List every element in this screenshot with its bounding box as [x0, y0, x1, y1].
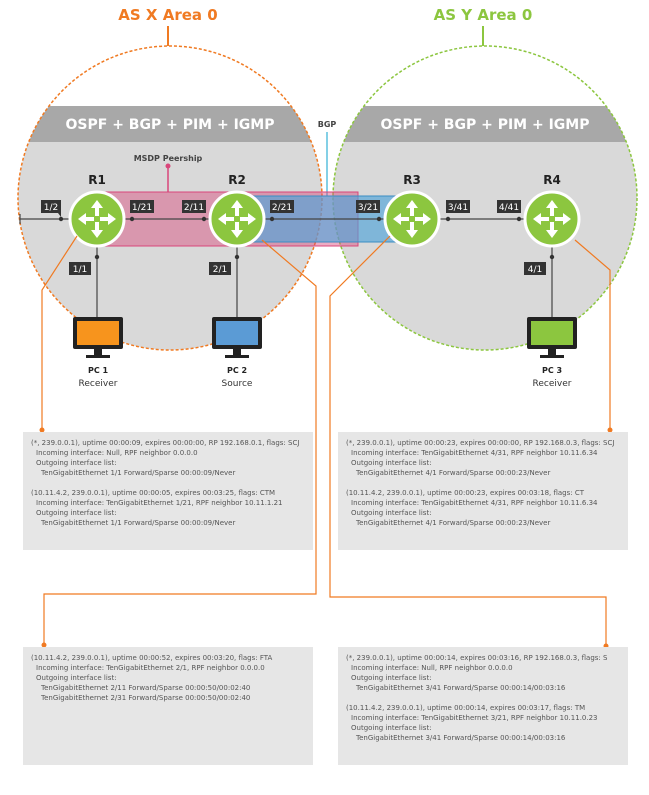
bgp-label: BGP [318, 120, 337, 129]
svg-text:1/1: 1/1 [73, 265, 87, 275]
mroute-line: TenGigabitEthernet 4/1 Forward/Sparse 00… [356, 469, 551, 477]
pc-1-name: PC 1 [88, 366, 109, 375]
svg-text:3/21: 3/21 [358, 203, 378, 213]
mroute-box-r1: (*, 239.0.0.1), uptime 00:00:09, expires… [23, 432, 313, 550]
pc-2-role: Source [222, 379, 253, 389]
router-r1-label: R1 [88, 173, 106, 187]
port-tag: 4/1 [524, 254, 555, 275]
mroute-line: (10.11.4.2, 239.0.0.1), uptime 00:00:23,… [346, 489, 585, 497]
mroute-line: Outgoing interface list: [351, 459, 432, 467]
mroute-line: Outgoing interface list: [351, 724, 432, 732]
mroute-line: TenGigabitEthernet 1/1 Forward/Sparse 00… [41, 519, 236, 527]
mroute-line: TenGigabitEthernet 2/11 Forward/Sparse 0… [41, 684, 251, 692]
router-r3: R3 [383, 173, 441, 248]
as-x-cloud [18, 46, 322, 350]
mroute-line: TenGigabitEthernet 4/1 Forward/Sparse 00… [356, 519, 551, 527]
pc-1: PC 1 Receiver [73, 317, 123, 389]
mroute-line: (10.11.4.2, 239.0.0.1), uptime 00:00:52,… [31, 654, 273, 662]
pc-3: PC 3 Receiver [527, 317, 577, 389]
mroute-line: (10.11.4.2, 239.0.0.1), uptime 00:00:05,… [31, 489, 276, 497]
router-icon [68, 190, 126, 248]
router-r1: R1 [68, 173, 126, 248]
router-r2: R2 [208, 173, 266, 248]
svg-text:1/2: 1/2 [44, 203, 58, 213]
mroute-line: Outgoing interface list: [36, 459, 117, 467]
callout-r1-leader [41, 235, 78, 430]
mroute-line [31, 478, 305, 488]
mroute-line: Incoming interface: TenGigabitEthernet 3… [351, 714, 598, 722]
router-icon [523, 190, 581, 248]
router-icon [208, 190, 266, 248]
as-y-title: AS Y Area 0 [434, 6, 533, 24]
svg-text:3/41: 3/41 [448, 203, 468, 213]
mroute-line: TenGigabitEthernet 3/41 Forward/Sparse 0… [356, 684, 566, 692]
msdp-label: MSDP Peership [134, 154, 203, 163]
router-r2-label: R2 [228, 173, 246, 187]
port-tag: 2/1 [209, 254, 240, 275]
mroute-box-r4: (*, 239.0.0.1), uptime 00:00:23, expires… [338, 432, 628, 550]
callout-r4-leader [574, 239, 611, 430]
mroute-box-r2: (10.11.4.2, 239.0.0.1), uptime 00:00:52,… [23, 647, 313, 765]
svg-text:2/1: 2/1 [213, 265, 227, 275]
mroute-line: (10.11.4.2, 239.0.0.1), uptime 00:00:14,… [346, 704, 586, 712]
svg-text:4/41: 4/41 [499, 203, 519, 213]
callout-leaders [39, 235, 613, 649]
mroute-line: Outgoing interface list: [36, 674, 117, 682]
port-tag: 3/41 [445, 200, 470, 222]
port-tag: 2/21 [269, 200, 294, 222]
mroute-line: Incoming interface: Null, RPF neighbor 0… [351, 664, 513, 672]
port-tag: 1/1 [69, 254, 100, 275]
mroute-line: Incoming interface: Null, RPF neighbor 0… [36, 449, 198, 457]
mroute-line: (*, 239.0.0.1), uptime 00:00:14, expires… [346, 654, 608, 662]
router-r3-label: R3 [403, 173, 421, 187]
callout-r3-leader [329, 235, 607, 646]
mroute-line: TenGigabitEthernet 1/1 Forward/Sparse 00… [41, 469, 236, 477]
svg-text:4/1: 4/1 [528, 265, 542, 275]
mroute-line: Outgoing interface list: [351, 674, 432, 682]
pc-1-screen [77, 321, 119, 345]
msdp-connector-dot [165, 163, 171, 169]
callout-r2-leader [43, 239, 317, 645]
mroute-line: TenGigabitEthernet 2/31 Forward/Sparse 0… [41, 694, 251, 702]
as-x-band-label: OSPF + BGP + PIM + IGMP [66, 117, 275, 133]
mroute-line: Incoming interface: TenGigabitEthernet 1… [36, 499, 283, 507]
pc-3-screen [531, 321, 573, 345]
svg-text:2/11: 2/11 [184, 203, 204, 213]
mroute-line: Incoming interface: TenGigabitEthernet 2… [36, 664, 265, 672]
router-r4-label: R4 [543, 173, 561, 187]
mroute-box-r3: (*, 239.0.0.1), uptime 00:00:14, expires… [338, 647, 628, 765]
mroute-line: Incoming interface: TenGigabitEthernet 4… [351, 449, 598, 457]
mroute-line: (*, 239.0.0.1), uptime 00:00:09, expires… [31, 439, 300, 447]
router-r4: R4 [523, 173, 581, 248]
pc-2-screen [216, 321, 258, 345]
pc-3-name: PC 3 [542, 366, 562, 375]
mroute-line: (*, 239.0.0.1), uptime 00:00:23, expires… [346, 439, 615, 447]
pc-1-role: Receiver [79, 379, 118, 389]
port-tag: 4/41 [497, 200, 522, 222]
router-icon [383, 190, 441, 248]
port-tag: 3/21 [356, 200, 382, 222]
port-tag: 1/21 [129, 200, 154, 222]
pc-2: PC 2 Source [212, 317, 262, 389]
pc-2-name: PC 2 [227, 366, 247, 375]
mroute-line: Outgoing interface list: [351, 509, 432, 517]
pc-3-role: Receiver [533, 379, 572, 389]
svg-text:1/21: 1/21 [132, 203, 152, 213]
mroute-line: TenGigabitEthernet 3/41 Forward/Sparse 0… [356, 734, 566, 742]
mroute-line [346, 478, 620, 488]
as-x-title: AS X Area 0 [118, 6, 217, 24]
svg-text:2/21: 2/21 [272, 203, 292, 213]
mroute-line [346, 693, 620, 703]
mroute-line: Outgoing interface list: [36, 509, 117, 517]
as-y-band-label: OSPF + BGP + PIM + IGMP [381, 117, 590, 133]
port-tag: 2/11 [182, 200, 207, 222]
mroute-line: Incoming interface: TenGigabitEthernet 4… [351, 499, 598, 507]
port-tag: 1/2 [41, 200, 64, 222]
